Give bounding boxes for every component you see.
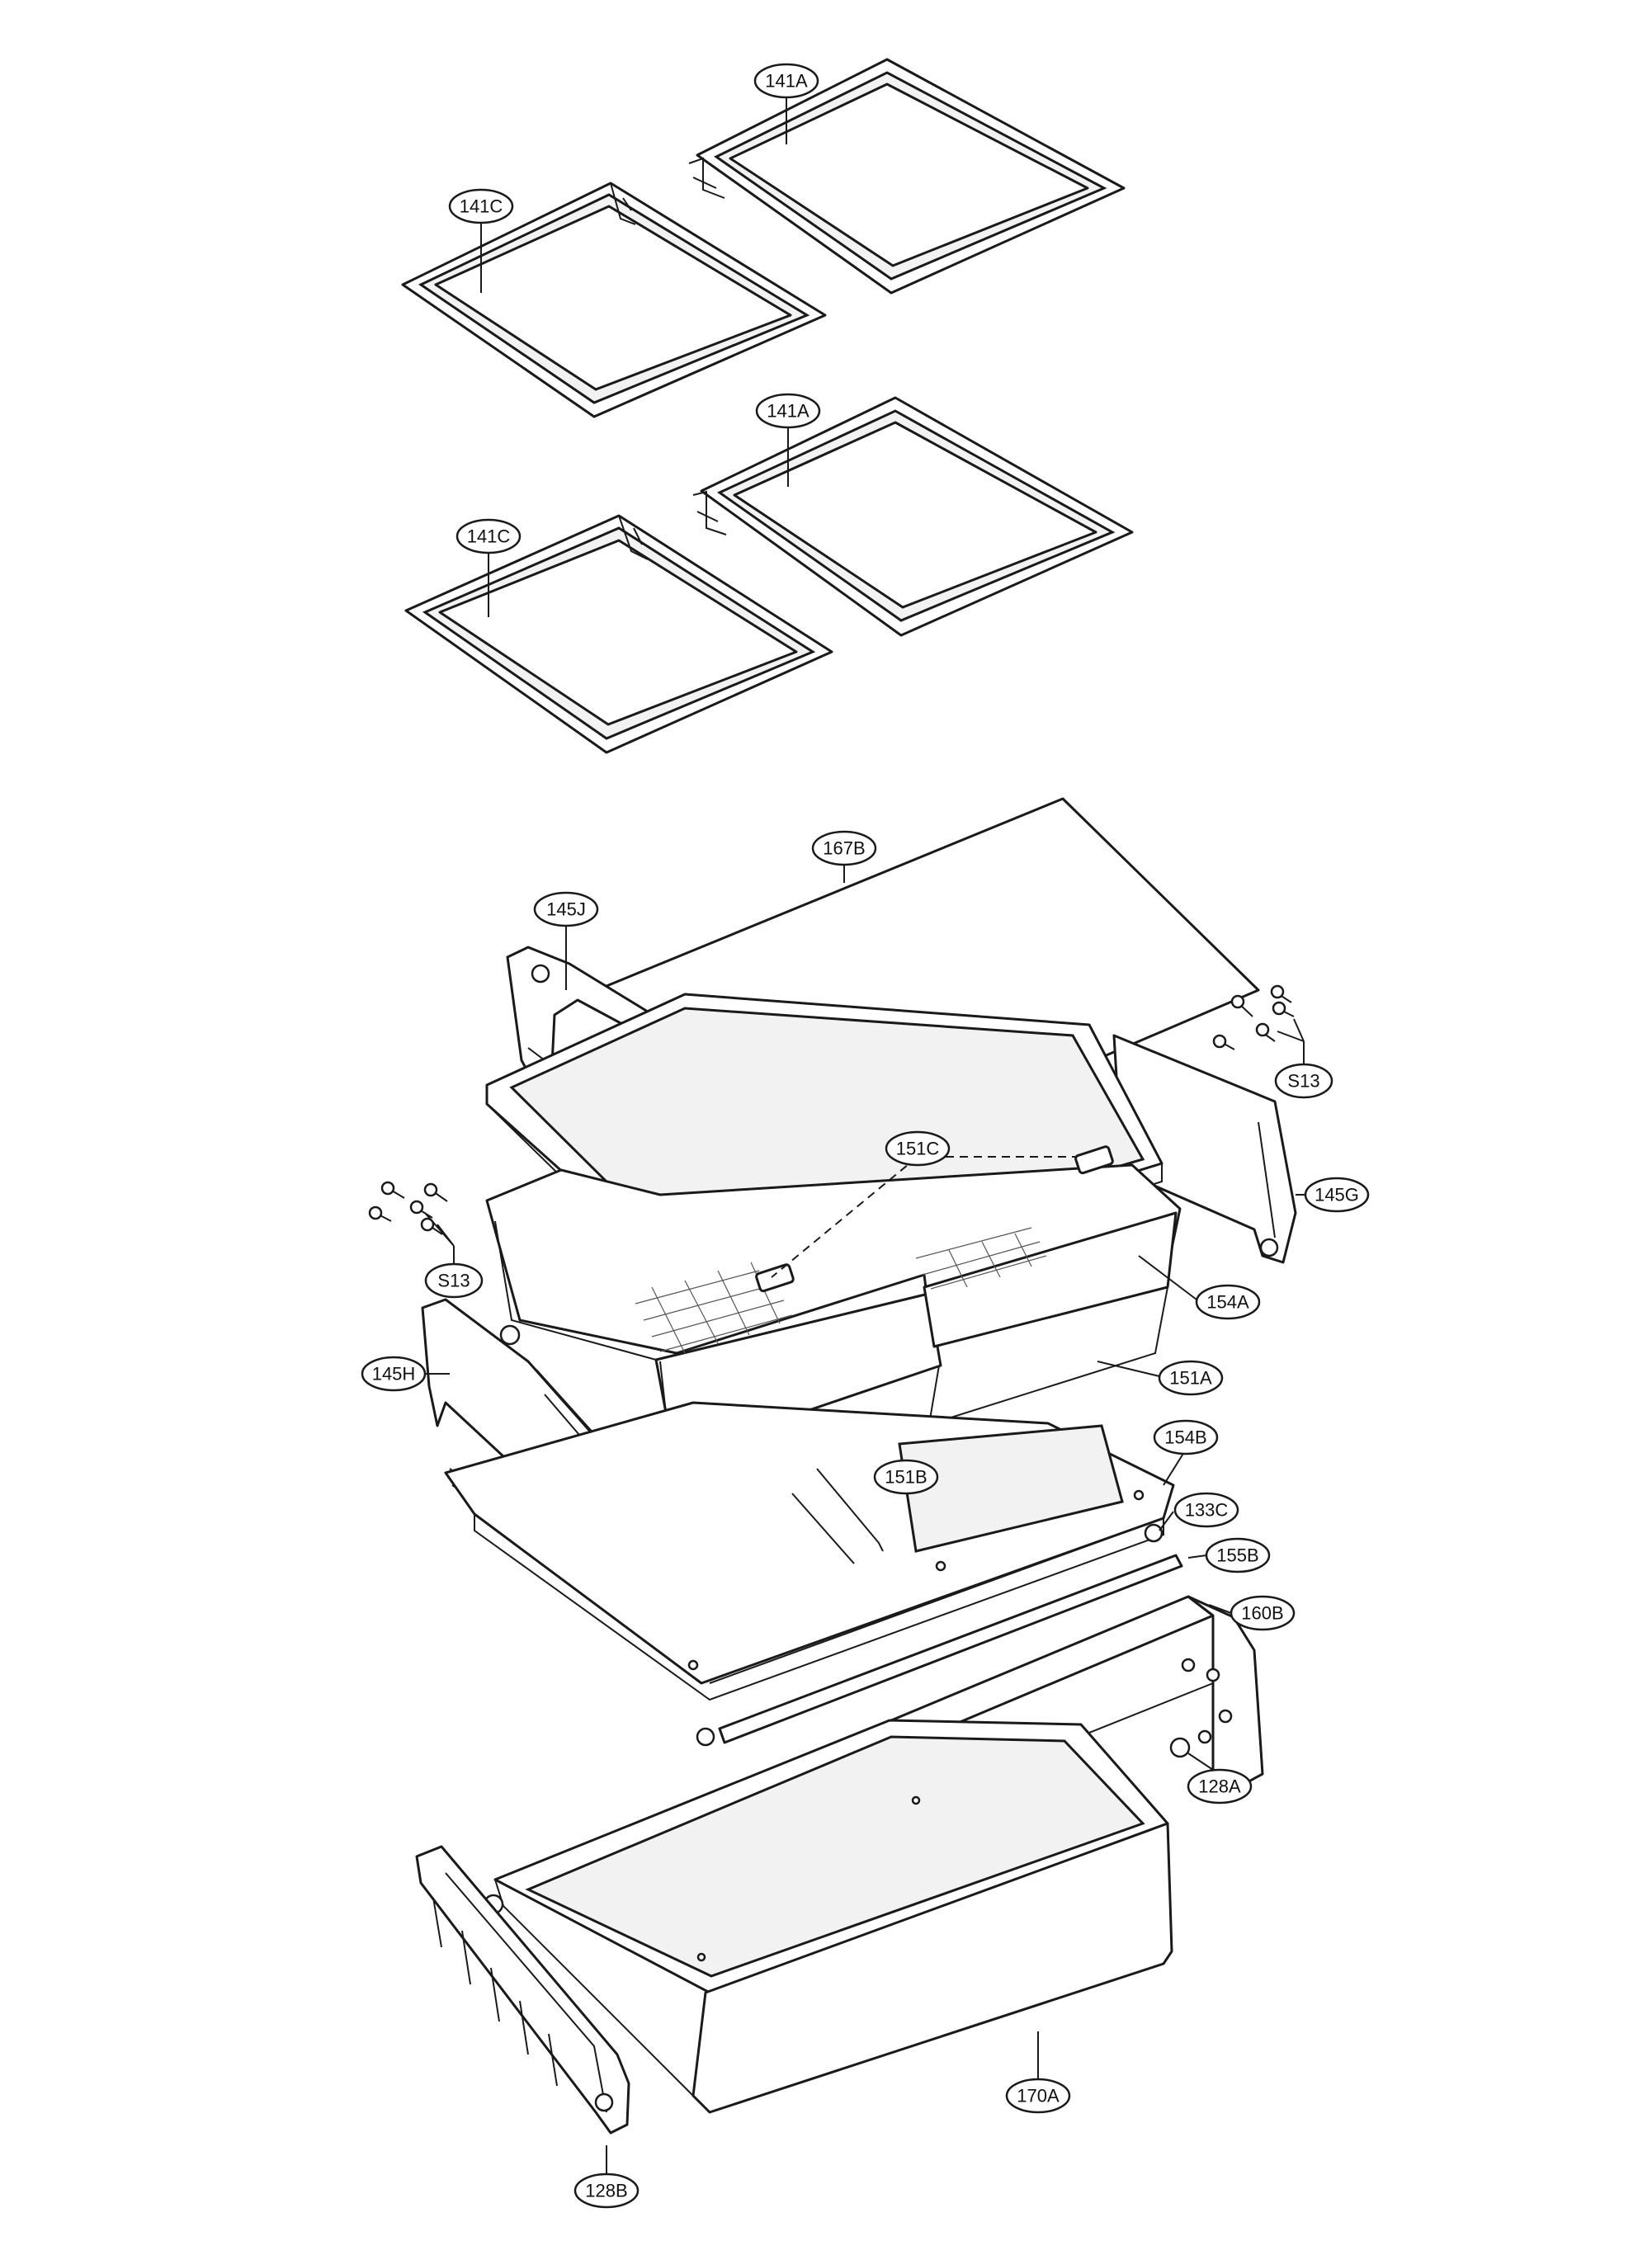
callout-167B: 167B <box>811 830 877 866</box>
svg-text:133C: 133C <box>1185 1500 1229 1521</box>
shelf-141C-lower <box>404 514 833 754</box>
callout-141A-top: 141A <box>753 63 819 99</box>
callout-151B: 151B <box>873 1459 939 1495</box>
svg-text:151A: 151A <box>1169 1368 1212 1389</box>
tray-plate-154B <box>444 1401 1175 1701</box>
svg-text:128B: 128B <box>585 2181 627 2201</box>
screw-set-S13-left <box>368 1181 455 1267</box>
callout-133C: 133C <box>1173 1492 1239 1528</box>
svg-text:167B: 167B <box>823 838 865 859</box>
seal-strip-155B <box>696 1523 1183 1747</box>
callout-128B: 128B <box>573 2172 640 2209</box>
callout-160B: 160B <box>1230 1595 1296 1631</box>
svg-text:141A: 141A <box>765 71 808 92</box>
svg-text:154B: 154B <box>1164 1427 1206 1448</box>
callout-141C-top: 141C <box>448 188 514 224</box>
slide-rail-128B <box>415 1845 630 2135</box>
svg-text:141C: 141C <box>467 526 511 547</box>
svg-text:128A: 128A <box>1198 1776 1241 1797</box>
shelf-141A-top <box>688 58 1126 295</box>
shelf-141A-lower <box>692 396 1134 637</box>
callout-155B: 155B <box>1205 1537 1271 1573</box>
drawer-grid-left <box>635 1262 793 1354</box>
callout-151C: 151C <box>885 1130 951 1167</box>
callout-145G: 145G <box>1304 1177 1370 1213</box>
svg-text:160B: 160B <box>1241 1603 1283 1624</box>
callout-170A: 170A <box>1005 2078 1071 2114</box>
svg-text:141A: 141A <box>767 401 809 422</box>
callout-141C-lower: 141C <box>455 518 522 554</box>
drawer-grid-right <box>915 1227 1047 1290</box>
crisper-drawers-151A-151B <box>485 1145 1182 1512</box>
callout-S13-right: S13 <box>1274 1063 1333 1099</box>
svg-text:155B: 155B <box>1216 1545 1258 1566</box>
svg-text:154A: 154A <box>1206 1292 1249 1313</box>
svg-text:S13: S13 <box>437 1271 470 1291</box>
svg-text:S13: S13 <box>1287 1071 1319 1092</box>
screw-set-S13-right <box>1212 984 1305 1064</box>
svg-text:151C: 151C <box>896 1139 940 1159</box>
svg-text:145J: 145J <box>546 899 586 920</box>
callout-154B: 154B <box>1153 1419 1219 1455</box>
callout-151A: 151A <box>1158 1360 1224 1396</box>
svg-text:170A: 170A <box>1017 2086 1060 2106</box>
callout-128A: 128A <box>1187 1768 1253 1804</box>
callout-154A: 154A <box>1195 1284 1261 1320</box>
svg-text:145G: 145G <box>1315 1185 1359 1205</box>
svg-text:151B: 151B <box>885 1467 927 1488</box>
callout-145H: 145H <box>361 1356 427 1392</box>
shelf-141C-top <box>401 182 827 418</box>
callout-141A-lower: 141A <box>755 393 821 429</box>
callout-S13-left: S13 <box>424 1262 484 1299</box>
svg-text:141C: 141C <box>460 196 503 217</box>
callout-145J: 145J <box>533 891 599 927</box>
svg-text:145H: 145H <box>372 1364 416 1385</box>
pantry-drawer-170A <box>483 1719 1173 2114</box>
